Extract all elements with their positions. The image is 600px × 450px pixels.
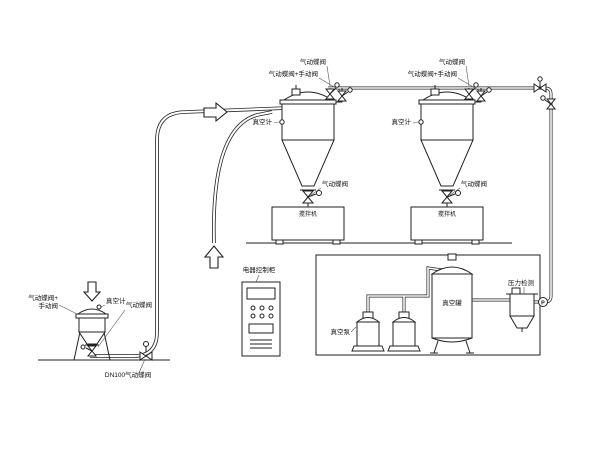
- vacuum-pump-label: 真空泵: [331, 327, 351, 336]
- feeder-leg: [103, 331, 111, 361]
- dn100-valve-label: DN100气动蝶阀: [105, 370, 151, 379]
- control-cabinet: 电器控制柜: [241, 265, 281, 357]
- tank-body: [431, 273, 473, 339]
- control-cabinet-body: [241, 281, 281, 357]
- receiver1-gauge-label: 真空计: [253, 117, 273, 126]
- receiver1-vacuum-gauge-icon: [279, 119, 285, 125]
- receiver1-top-valve-label: 气动蝶阀: [300, 57, 326, 66]
- cabinet-button: [250, 313, 256, 319]
- cabinet-button: [268, 313, 274, 319]
- receiver2-top-valve-label: 气动蝶阀: [439, 57, 465, 66]
- cabinet-button: [268, 305, 274, 311]
- feed-arrow-down-icon: [82, 281, 102, 302]
- pump2-body: [392, 321, 416, 347]
- receiver2-body: [420, 103, 474, 141]
- receiver2-dome: [421, 91, 473, 101]
- receiver2-lid-flange: [418, 99, 476, 105]
- pump1-body: [356, 321, 380, 347]
- pressure-detect-label: 压力检测: [508, 278, 535, 287]
- pressure-gauge-icon: [538, 297, 548, 307]
- dn100-valve-icon: [139, 351, 153, 361]
- receiver2-combo-valve-label: 气动蝶阀+手动阀: [408, 69, 457, 78]
- feeder-combo-valve-label-line2: 手动阀: [39, 301, 59, 310]
- feeder-gauge-label: 真空计: [106, 296, 126, 305]
- flow-arrow-right-icon: [203, 101, 228, 123]
- filter-body: [509, 293, 535, 317]
- feeder-station: 气动蝶阀+ 手动阀 真空计 气动蝶阀: [28, 293, 152, 361]
- feeder-combo-valve-label-line1: 气动蝶阀+: [28, 293, 58, 302]
- vacuum-tank-label: 真空罐: [442, 298, 462, 307]
- filter-cone: [509, 315, 535, 329]
- receiver1-lid-fitting: [291, 88, 301, 96]
- feeder-cone: [78, 331, 106, 345]
- receiver2-vacuum-gauge-icon: [418, 119, 424, 125]
- receiver1-cone: [281, 139, 335, 187]
- cabinet-display: [246, 287, 276, 300]
- control-cabinet-label: 电器控制柜: [243, 265, 276, 274]
- receiver2-machine-label: 搅拌机: [438, 210, 456, 218]
- vacuum-pump-2: [387, 311, 421, 352]
- receiver2-gauge-label: 真空计: [392, 117, 412, 126]
- vacuum-receiver-1: 气动蝶阀 气动蝶阀+手动阀 真空计 气动蝶阀 搅拌机: [253, 57, 353, 245]
- vacuum-pump-1: [351, 311, 385, 352]
- cabinet-button: [259, 313, 265, 319]
- vacuum-receiver-2: 气动蝶阀 气动蝶阀+手动阀 真空计 气动蝶阀 搅拌机: [392, 57, 492, 245]
- feeder-lid-flange: [75, 313, 109, 319]
- receiver1-combo-valve-label: 气动蝶阀+手动阀: [269, 69, 318, 78]
- pressure-gauge-symbol: P: [541, 300, 545, 306]
- receiver2-lid-fitting: [430, 88, 440, 96]
- flow-arrow-up-icon: [203, 245, 225, 269]
- receiver1-machine-label: 搅拌机: [299, 210, 317, 218]
- header-corner-valves: [533, 76, 557, 110]
- feeder-leg: [73, 331, 81, 361]
- receiver1-machine-box: [271, 206, 345, 241]
- receiver1-discharge-valve-label: 气动蝶阀: [322, 179, 348, 188]
- vacuum-tank: 真空罐: [430, 253, 474, 354]
- line-valve-dn100: DN100气动蝶阀: [105, 341, 153, 379]
- pressure-filter-unit: P 压力检测: [506, 278, 548, 332]
- receiver2-machine-box: [410, 206, 484, 241]
- cabinet-button: [259, 305, 265, 311]
- cabinet-button: [250, 305, 256, 311]
- receiver2-discharge-valve-label: 气动蝶阀: [461, 179, 487, 188]
- feeder-dome: [76, 308, 108, 315]
- receiver2-cone: [420, 139, 474, 187]
- receiver1-body: [281, 103, 335, 141]
- feeder-body: [78, 317, 106, 333]
- receiver1-lid-flange: [279, 99, 337, 105]
- feeder-discharge-valve-label: 气动蝶阀: [126, 300, 152, 309]
- receiver1-dome: [282, 91, 334, 101]
- feeder-gauge-icon: [96, 304, 102, 310]
